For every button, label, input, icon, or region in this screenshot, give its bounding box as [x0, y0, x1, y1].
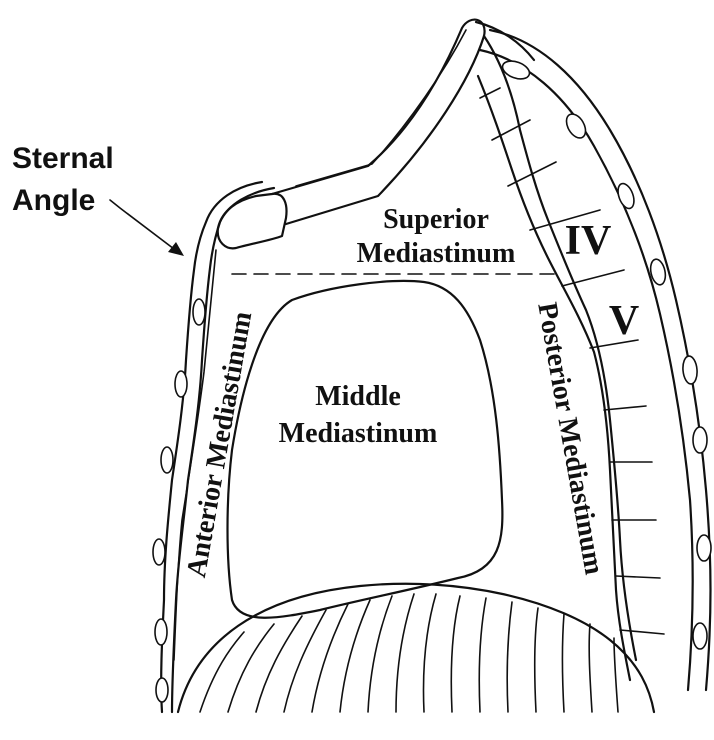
label-angle: Angle	[12, 184, 95, 217]
label-superior-mediastinum: Mediastinum	[357, 238, 516, 269]
label-middle-mediastinum: Mediastinum	[279, 418, 438, 449]
label-posterior-mediastinum: Posterior Mediastinum	[531, 300, 609, 577]
label-superior: Superior	[383, 204, 489, 235]
label-vertebra-iv: IV	[565, 218, 612, 264]
diaphragm	[178, 584, 654, 712]
sternal-angle-arrow	[110, 200, 184, 256]
posterior-wall	[478, 30, 711, 690]
label-middle: Middle	[315, 381, 401, 412]
label-vertebra-v: V	[609, 298, 639, 344]
label-sternal: Sternal	[12, 142, 114, 175]
heart-outline	[228, 281, 503, 618]
